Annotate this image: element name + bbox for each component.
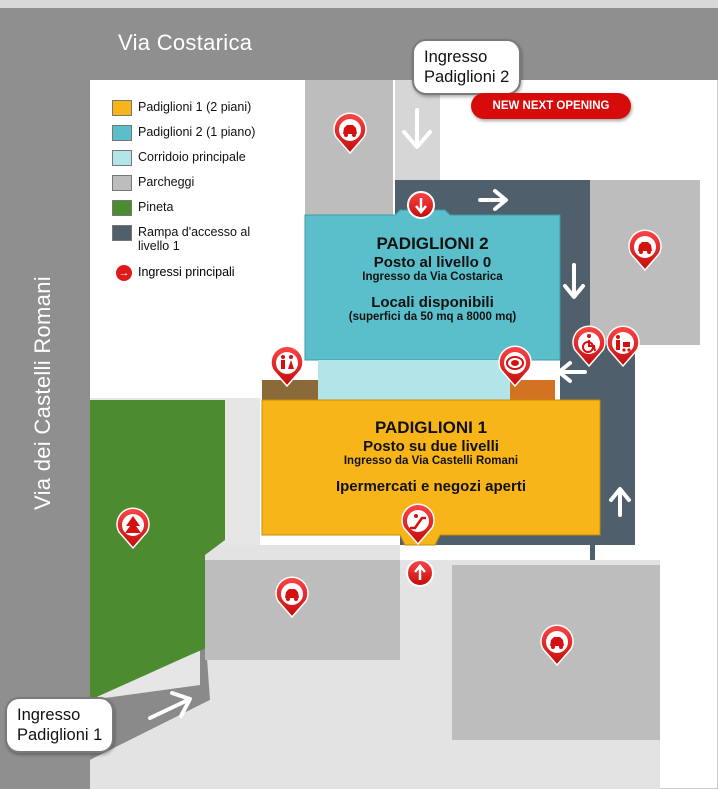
pavilion-2-title: PADIGLIONI 2: [376, 234, 489, 253]
legend-swatch-ramp: [112, 225, 132, 241]
legend-swatch-pad1: [112, 100, 132, 116]
corridor-connector-west: [262, 380, 318, 400]
arrow-down-ramp: [563, 263, 585, 299]
legend-item-entrances: → Ingressi principali: [112, 265, 302, 285]
legend-swatch-pineta: [112, 200, 132, 216]
entrance-callout-line1: Ingresso: [17, 706, 81, 724]
parking-pin-southwest: [275, 576, 309, 619]
legend-swatch-parking: [112, 175, 132, 191]
wheelchair-icon: [582, 340, 596, 353]
stroller-icon: [616, 335, 631, 352]
tree-icon: [125, 516, 141, 533]
entrance-callout-line2: Padiglioni 1: [17, 726, 103, 744]
escalator-icon: [410, 514, 426, 530]
pavilion-2-subtitle: Posto al livello 0: [373, 253, 492, 271]
legend-label: Padiglioni 2 (1 piano): [138, 125, 256, 139]
entrance-callout-pad2: Ingresso Padiglioni 2: [412, 39, 522, 95]
map-legend: Padiglioni 1 (2 piani) Padiglioni 2 (1 p…: [112, 100, 302, 285]
entrance-callout-line1: Ingresso: [424, 48, 488, 66]
legend-item-ramp: Rampa d'accesso al livello 1: [112, 225, 302, 265]
legend-label: Parcheggi: [138, 175, 195, 189]
arrow-up-ramp: [609, 487, 631, 517]
accessibility-pin: [572, 325, 606, 368]
pavilion-2-label: PADIGLIONI 2 Posto al livello 0 Ingresso…: [305, 234, 560, 324]
arrow-entrance1: [148, 691, 192, 720]
pavilion-1-access: Ingresso da Via Castelli Romani: [343, 454, 519, 467]
legend-swatch-corridor: [112, 150, 132, 166]
family-pin: [606, 325, 640, 368]
pineta-pin: [116, 507, 150, 550]
legend-item-pineta: Pineta: [112, 200, 302, 225]
plate-icon: [506, 356, 524, 370]
pavilion-2-access: Ingresso da Via Costarica: [362, 270, 503, 283]
car-icon: [343, 125, 357, 134]
legend-label: Padiglioni 1 (2 piani): [138, 100, 252, 114]
arrow-down-entrance2: [402, 108, 432, 149]
escalator-pin: [401, 503, 435, 546]
car-icon: [550, 637, 564, 646]
entrance-marker-pad1: [406, 559, 434, 587]
road-label-via-costarica: Via Costarica: [118, 30, 253, 55]
legend-item-pad2: Padiglioni 2 (1 piano): [112, 125, 302, 150]
pavilion-1-title: PADIGLIONI 1: [374, 418, 488, 437]
road-label-via-castelli-romani: Via dei Castelli Romani: [30, 276, 55, 510]
ramp-south: [400, 535, 635, 545]
parking-pin-southeast: [540, 624, 574, 667]
pins-layer: [116, 112, 662, 667]
entrance-callout-pad1: Ingresso Padiglioni 1: [5, 697, 115, 753]
legend-label: Corridoio principale: [138, 150, 246, 164]
legend-item-pad1: Padiglioni 1 (2 piani): [112, 100, 302, 125]
pavilion-1-subtitle: Posto su due livelli: [363, 437, 499, 455]
toilets-pin: [270, 345, 304, 388]
traffic-arrows: [148, 108, 631, 720]
legend-item-parking: Parcheggi: [112, 175, 302, 200]
via-castelli-road: [0, 8, 90, 789]
map-top-strip: [0, 0, 718, 8]
parking-pin-east: [628, 229, 662, 272]
via-costarica-road: [90, 8, 718, 80]
pavilion-1: [261, 399, 601, 546]
parking-southwest: [205, 560, 400, 660]
pavilion-1-label: PADIGLIONI 1 Posto su due livelli Ingres…: [262, 418, 600, 495]
parking-pin-north: [333, 112, 367, 155]
entrance-marker-pad2: [407, 191, 435, 219]
legend-swatch-pad2: [112, 125, 132, 141]
arrow-left-ramp: [557, 361, 587, 383]
pineta-area-south: [90, 590, 225, 700]
new-next-opening-badge: NEW NEXT OPENING: [471, 93, 631, 119]
main-corridor: [318, 360, 510, 400]
arrow-right-ramp: [478, 189, 508, 211]
legend-label: Pineta: [138, 200, 174, 214]
food-pin: [498, 345, 532, 388]
legend-label: Rampa d'accesso al livello 1: [138, 225, 251, 253]
car-icon: [638, 242, 652, 251]
pavilion-2-headline: Locali disponibili: [371, 294, 494, 312]
legend-label: Ingressi principali: [138, 265, 235, 279]
legend-item-corridor: Corridoio principale: [112, 150, 302, 175]
corridor-connector-east: [510, 380, 555, 400]
entrance-callout-line2: Padiglioni 2: [424, 68, 510, 86]
car-icon: [285, 589, 299, 598]
pavilion-2-detail: (superfici da 50 mq a 8000 mq): [348, 311, 517, 324]
restroom-icon: [281, 355, 294, 369]
pavilion-1-headline: Ipermercati e negozi aperti: [335, 478, 527, 496]
pineta-area: [90, 400, 225, 590]
arrow-right-icon: →: [116, 265, 132, 281]
